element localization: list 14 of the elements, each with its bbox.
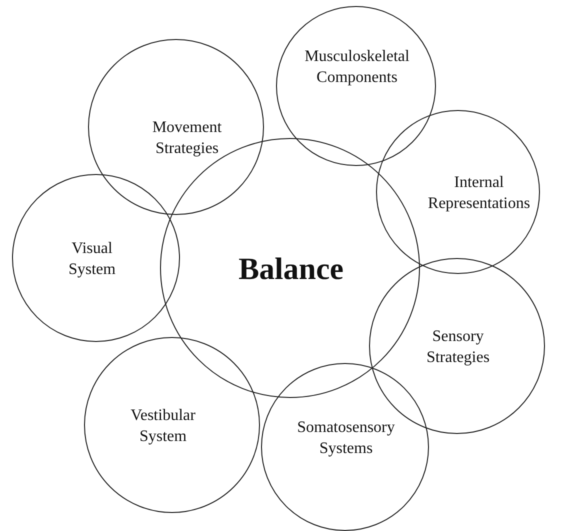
venn-circle [88,39,264,215]
circle-label: Vestibular System [130,406,196,447]
venn-circle [276,6,436,166]
venn-circle [12,174,180,342]
circle-label: Internal Representations [426,173,532,214]
circle-label: Somatosensory Systems [296,418,396,459]
center-title: Balance [238,251,344,287]
circle-label: Movement Strategies [151,118,223,159]
circle-label: Visual System [67,239,117,280]
circle-label: Musculoskeletal Components [304,47,410,88]
venn-circle [261,363,429,531]
venn-circle [84,337,260,513]
circle-label: Sensory Strategies [425,327,491,368]
venn-circle [376,110,540,274]
